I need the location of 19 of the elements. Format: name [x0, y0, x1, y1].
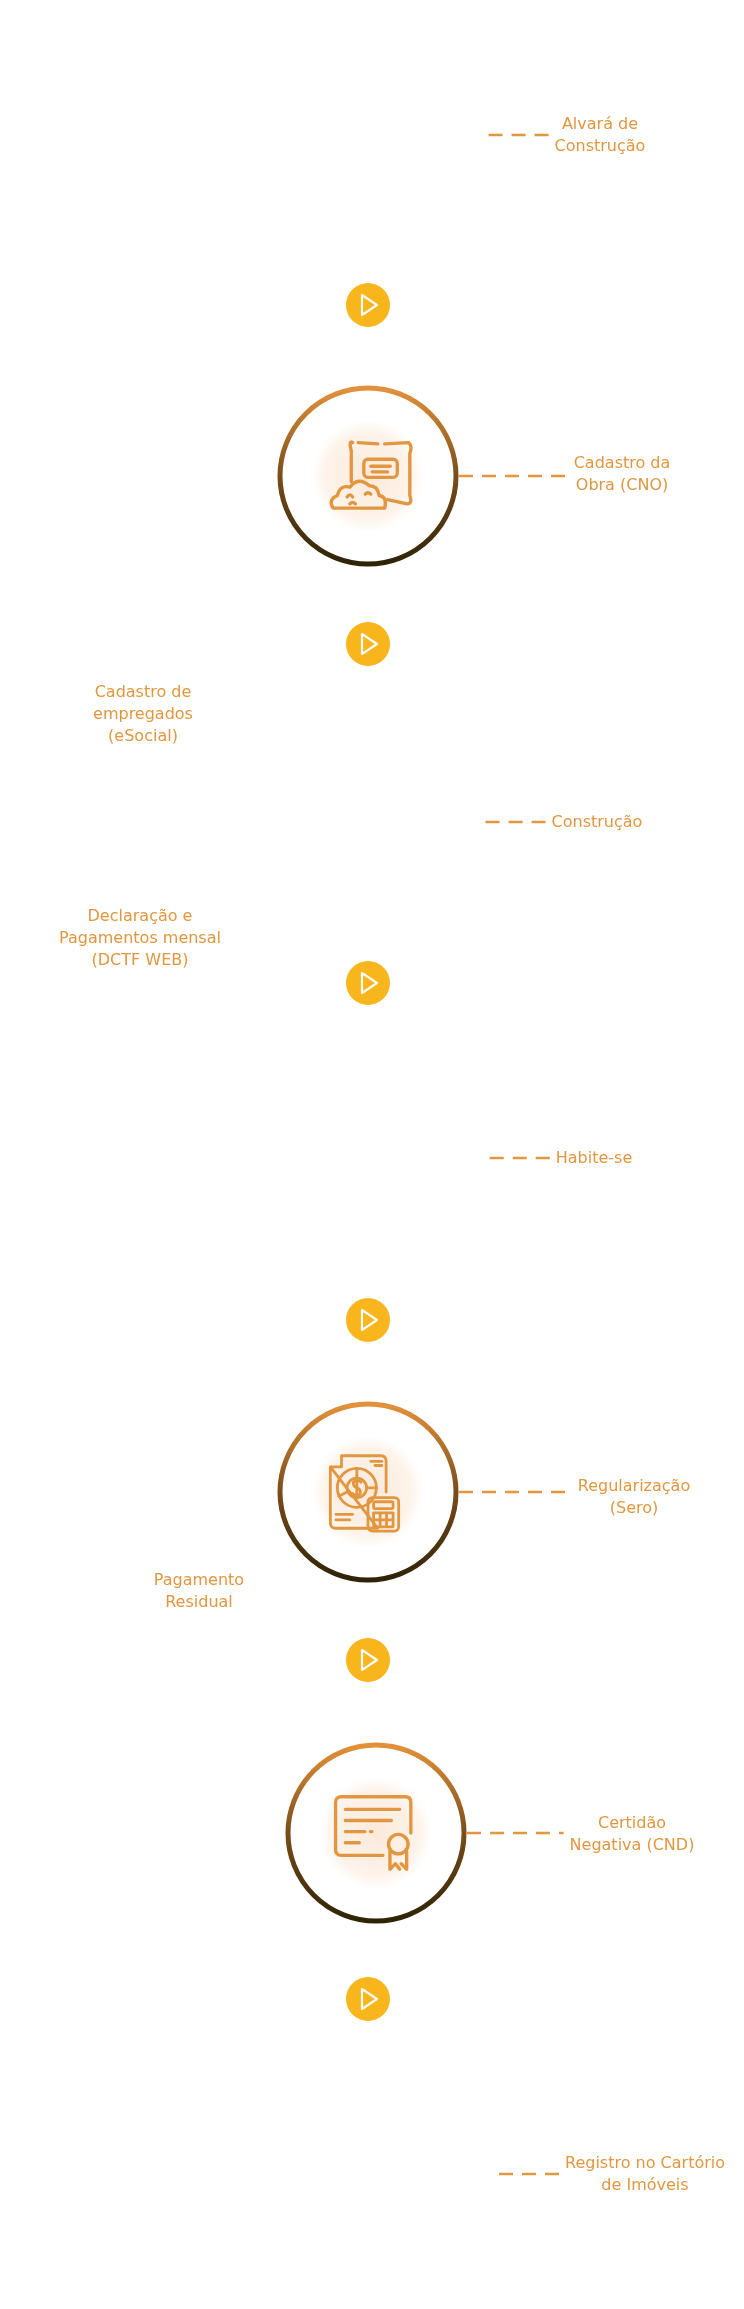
- leader-line: [499, 2172, 559, 2176]
- leader-line: [485, 820, 546, 824]
- step-circle: [277, 385, 459, 567]
- step-label: Registro no Cartório de Imóveis: [565, 2152, 725, 2196]
- side-note: Cadastro de empregados (eSocial): [92, 681, 194, 747]
- side-note: Pagamento Residual: [152, 1569, 246, 1613]
- step-label: Alvará de Construção: [540, 113, 660, 157]
- step-circle: [277, 1401, 459, 1583]
- step-label: Regularização (Sero): [559, 1475, 709, 1519]
- side-note: Declaração e Pagamentos mensal (DCTF WEB): [58, 905, 222, 971]
- step-label: Certidão Negativa (CND): [569, 1812, 695, 1856]
- leader-line: [489, 1156, 550, 1160]
- leader-line: [459, 474, 568, 478]
- leader-line: [467, 1831, 564, 1835]
- step-circle: [285, 1742, 467, 1924]
- leader-line: [488, 133, 549, 137]
- step-label: Construção: [527, 811, 667, 833]
- step-label: Habite-se: [524, 1147, 664, 1169]
- step-label: Cadastro da Obra (CNO): [559, 452, 685, 496]
